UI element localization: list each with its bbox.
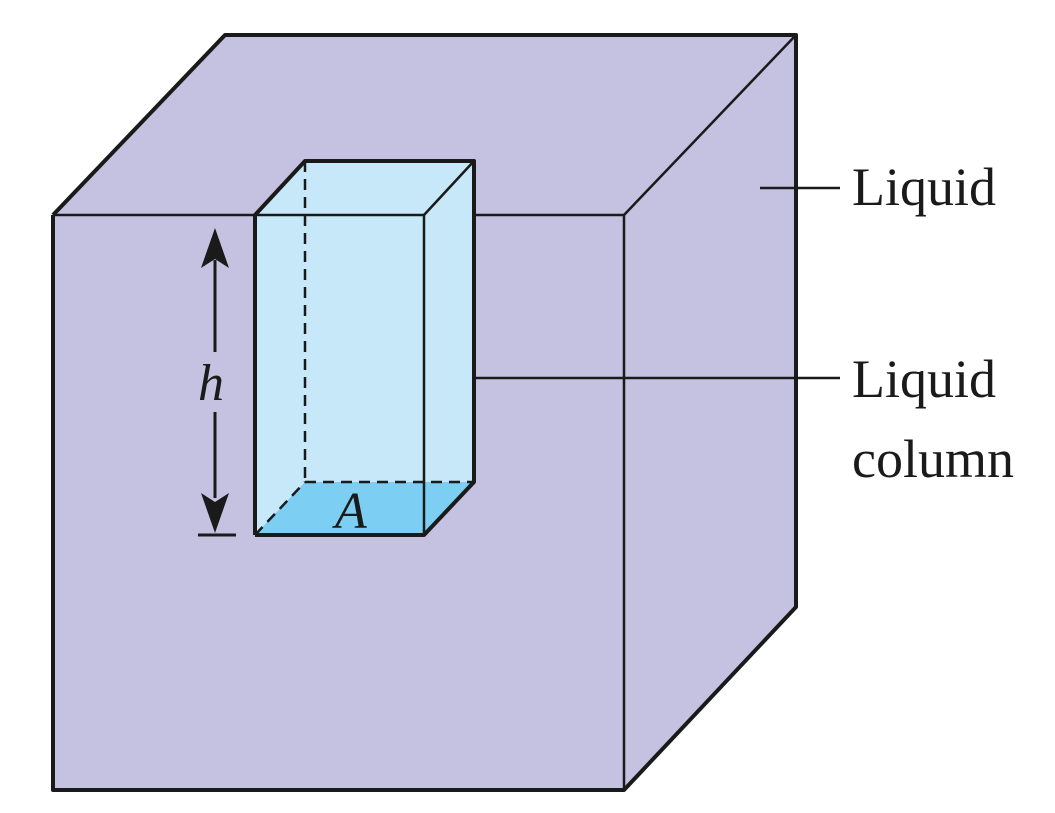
liquid-cube — [51, 33, 798, 792]
height-dimension — [198, 228, 236, 537]
column-hidden-base-left-edge — [254, 481, 306, 536]
cube-outline — [51, 33, 798, 792]
area-symbol-label: A — [335, 483, 367, 540]
column-right-face — [424, 161, 474, 535]
height-symbol-label: h — [198, 355, 224, 412]
cube-right-face — [624, 35, 796, 790]
liquid-label: Liquid — [852, 157, 996, 217]
height-arrow-down-head — [201, 493, 229, 533]
column-top-face — [255, 161, 474, 215]
height-arrow-up-head — [201, 228, 229, 268]
liquid-column — [253, 159, 476, 537]
cube-top-right-edge — [623, 34, 797, 216]
liquid-column-label-line1: Liquid — [852, 349, 996, 409]
cube-top-face — [53, 35, 796, 215]
column-base-area — [255, 482, 474, 535]
liquid-column-label-line2: column — [852, 429, 1014, 489]
column-front-face — [255, 215, 424, 535]
column-top-right-edge — [423, 160, 475, 216]
